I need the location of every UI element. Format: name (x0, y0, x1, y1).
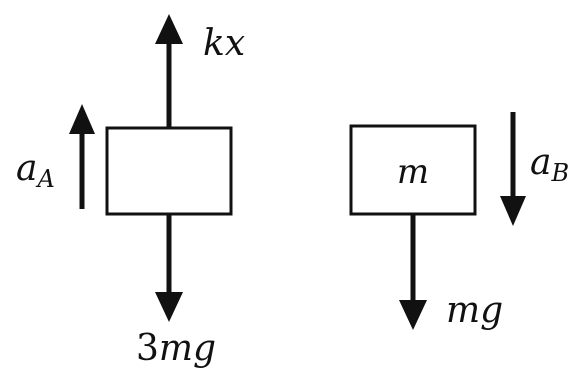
weight-symbol-a: mg (159, 328, 216, 369)
block-b-mass-label: m (397, 152, 429, 192)
acceleration-b-label: aB (530, 142, 569, 187)
block-b-group: m mg aB (349, 112, 569, 331)
weight-arrow-a (155, 214, 183, 322)
weight-arrow-b (399, 214, 427, 330)
block-b (349, 124, 477, 216)
acceleration-a-subscript: A (35, 165, 54, 193)
kx-label: kx (203, 23, 245, 64)
acceleration-a-arrow (69, 104, 95, 209)
weight-coefficient: 3 (136, 328, 159, 369)
acceleration-b-symbol: a (530, 142, 551, 183)
block-a-group: kx 3mg aA (16, 14, 245, 369)
block-a (105, 126, 233, 216)
kx-force-arrow (155, 14, 183, 128)
acceleration-b-subscript: B (550, 159, 569, 187)
weight-label-a: 3mg (136, 328, 216, 369)
acceleration-b-arrow (500, 112, 526, 226)
acceleration-a-symbol: a (16, 148, 37, 189)
acceleration-a-label: aA (16, 148, 55, 193)
weight-label-b: mg (446, 290, 503, 331)
